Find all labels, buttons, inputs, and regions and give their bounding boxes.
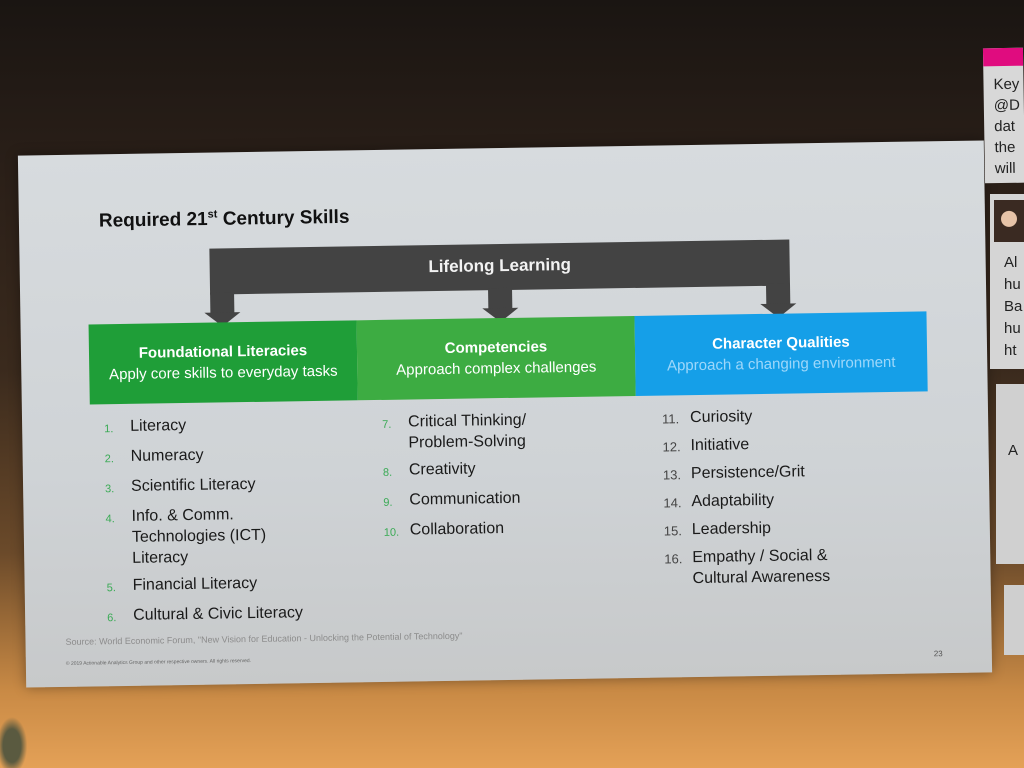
- band-subtitle: Apply core skills to everyday tasks: [108, 362, 338, 384]
- copyright-notice: © 2019 Actionable Analytics Group and ot…: [65, 658, 252, 667]
- band-subtitle: Approach complex challenges: [396, 358, 597, 379]
- item-number: 2.: [104, 453, 114, 466]
- slide-title-rest: Century Skills: [217, 206, 350, 230]
- band-title: Foundational Literacies: [138, 342, 308, 362]
- list-item: 2. Numeracy: [104, 442, 364, 470]
- item-number: 7.: [382, 418, 392, 431]
- item-text: Critical Thinking/ Problem-Solving: [407, 411, 527, 452]
- list-foundational: 1. Literacy 2. Numeracy 3. Scientific Liter…: [104, 412, 367, 635]
- list-item: 8. Creativity: [383, 456, 643, 484]
- item-text: Adaptability: [691, 491, 775, 511]
- bracket-leg-left: [210, 292, 235, 315]
- item-text: Communication: [409, 489, 521, 509]
- item-number: 4.: [105, 513, 115, 526]
- item-number: 16.: [664, 551, 683, 567]
- item-number: 9.: [383, 496, 393, 509]
- side-screen-panel-4: [1004, 585, 1024, 655]
- list-item: 12. Initiative: [662, 431, 922, 457]
- slide-title-sup: st: [207, 208, 218, 221]
- side-panel-3-text: A: [1008, 442, 1019, 459]
- item-number: 13.: [662, 467, 682, 483]
- list-competencies: 7. Critical Thinking/ Problem-Solving 8. C…: [382, 408, 644, 550]
- list-character-qualities: 11. Curiosity 12. Initiative 13. Persistenc…: [662, 403, 925, 595]
- list-item: 15. Leadership: [664, 515, 924, 541]
- plant-silhouette: [0, 712, 30, 768]
- list-item: 13. Persistence/Grit: [663, 459, 923, 485]
- presentation-slide: Required 21st Century Skills Lifelong Le…: [17, 140, 993, 688]
- item-text: Persistence/Grit: [690, 463, 805, 483]
- list-item: 9. Communication: [383, 486, 643, 514]
- item-number: 14.: [663, 495, 682, 511]
- item-text: Initiative: [690, 436, 750, 455]
- item-text: Curiosity: [689, 408, 753, 427]
- item-text: Empathy / Social & Cultural Awareness: [692, 546, 831, 588]
- item-text: Leadership: [691, 519, 772, 539]
- item-number: 6.: [107, 612, 117, 625]
- item-number: 5.: [106, 582, 116, 595]
- item-text: Financial Literacy: [132, 574, 258, 594]
- band-title: Competencies: [444, 338, 548, 357]
- slide-title-main: Required 21: [98, 208, 208, 232]
- item-number: 15.: [663, 523, 683, 539]
- list-item: 7. Critical Thinking/ Problem-Solving: [382, 408, 643, 454]
- list-item: 14. Adaptability: [663, 487, 923, 513]
- item-text: Creativity: [408, 460, 476, 479]
- item-number: 11.: [661, 411, 680, 427]
- item-text: Info. & Comm. Technologies (ICT) Literac…: [131, 506, 267, 567]
- item-text: Numeracy: [130, 446, 204, 465]
- item-text: Cultural & Civic Literacy: [132, 604, 304, 624]
- side-panel-2-text: Al hu Ba hu ht: [1004, 254, 1023, 359]
- band-foundational-literacies: Foundational Literacies Apply core skill…: [88, 320, 358, 405]
- item-number: 8.: [382, 466, 393, 479]
- side-panel-accent-bar: [982, 47, 1024, 67]
- band-character-qualities: Character Qualities Approach a changing …: [634, 311, 928, 396]
- list-item: 5. Financial Literacy: [106, 571, 366, 599]
- bracket-leg-middle: [488, 287, 513, 311]
- band-subtitle: Approach a changing environment: [666, 353, 896, 375]
- list-item: 6. Cultural & Civic Literacy: [107, 601, 367, 629]
- list-item: 11. Curiosity: [662, 403, 922, 429]
- list-item: 4. Info. & Comm. Technologies (ICT) Liter…: [105, 502, 366, 569]
- item-number: 1.: [104, 423, 114, 436]
- band-title: Character Qualities: [712, 333, 850, 353]
- item-text: Literacy: [130, 417, 187, 435]
- bracket-leg-right: [765, 283, 791, 306]
- band-competencies: Competencies Approach complex challenges: [356, 315, 636, 401]
- list-item: 1. Literacy: [104, 412, 364, 440]
- item-number: 10.: [383, 526, 400, 539]
- list-item: 10. Collaboration: [384, 516, 644, 544]
- side-screen-panel: Key @D dat the will: [982, 47, 1024, 184]
- list-item: 16. Empathy / Social & Cultural Awareness: [664, 543, 925, 589]
- slide-title: Required 21st Century Skills: [99, 206, 350, 232]
- side-panel-text: Key @D dat the will: [993, 75, 1021, 178]
- item-number: 12.: [662, 439, 681, 455]
- side-screen-panel-3: A: [996, 384, 1024, 564]
- item-text: Scientific Literacy: [130, 475, 256, 495]
- avatar: [994, 200, 1024, 242]
- item-number: 3.: [105, 483, 115, 496]
- list-item: 3. Scientific Literacy: [105, 472, 365, 500]
- item-text: Collaboration: [409, 520, 505, 539]
- page-number: 23: [933, 649, 943, 659]
